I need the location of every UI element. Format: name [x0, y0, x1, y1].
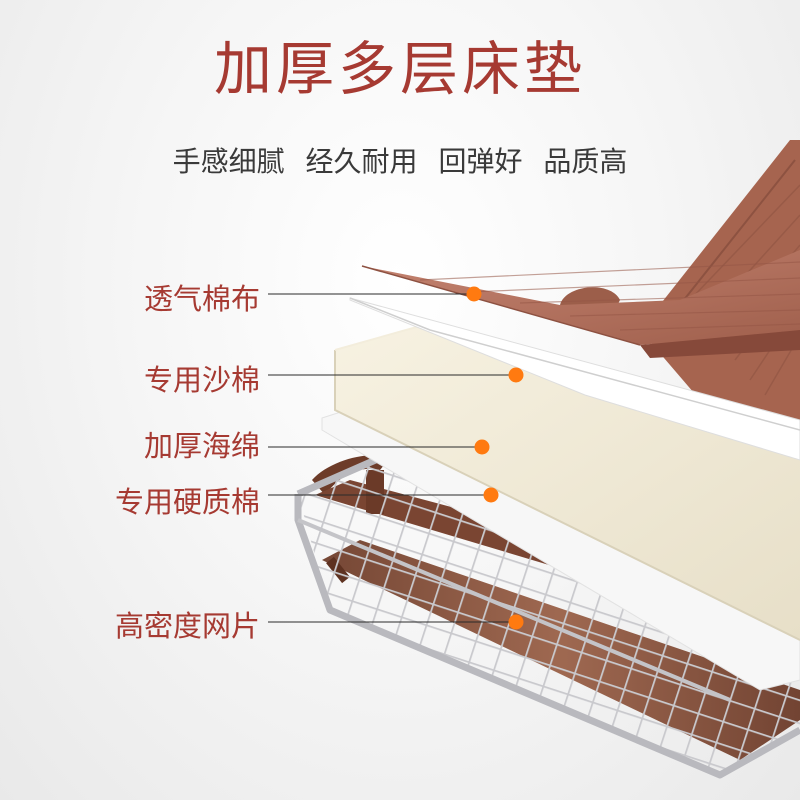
- fabric-layer: [361, 250, 800, 358]
- marker-sand-cotton: [508, 367, 524, 383]
- layer-label-sand-cotton: 专用沙棉: [143, 363, 260, 397]
- feature-subtitle: 手感细腻 经久耐用 回弹好 品质高: [172, 145, 628, 178]
- layer-label-fabric: 透气棉布: [143, 282, 260, 316]
- layer-label-hard-cotton: 专用硬质棉: [114, 485, 260, 519]
- markers: [466, 286, 524, 630]
- layer-label-mesh: 高密度网片: [114, 609, 260, 643]
- page-title: 加厚多层床垫: [213, 35, 586, 103]
- marker-mesh: [508, 614, 524, 630]
- leader-lines: [268, 293, 516, 623]
- marker-sponge: [474, 439, 490, 455]
- marker-fabric: [466, 286, 482, 302]
- layer-label-sponge: 加厚海绵: [143, 429, 260, 463]
- marker-hard-cotton: [483, 487, 499, 503]
